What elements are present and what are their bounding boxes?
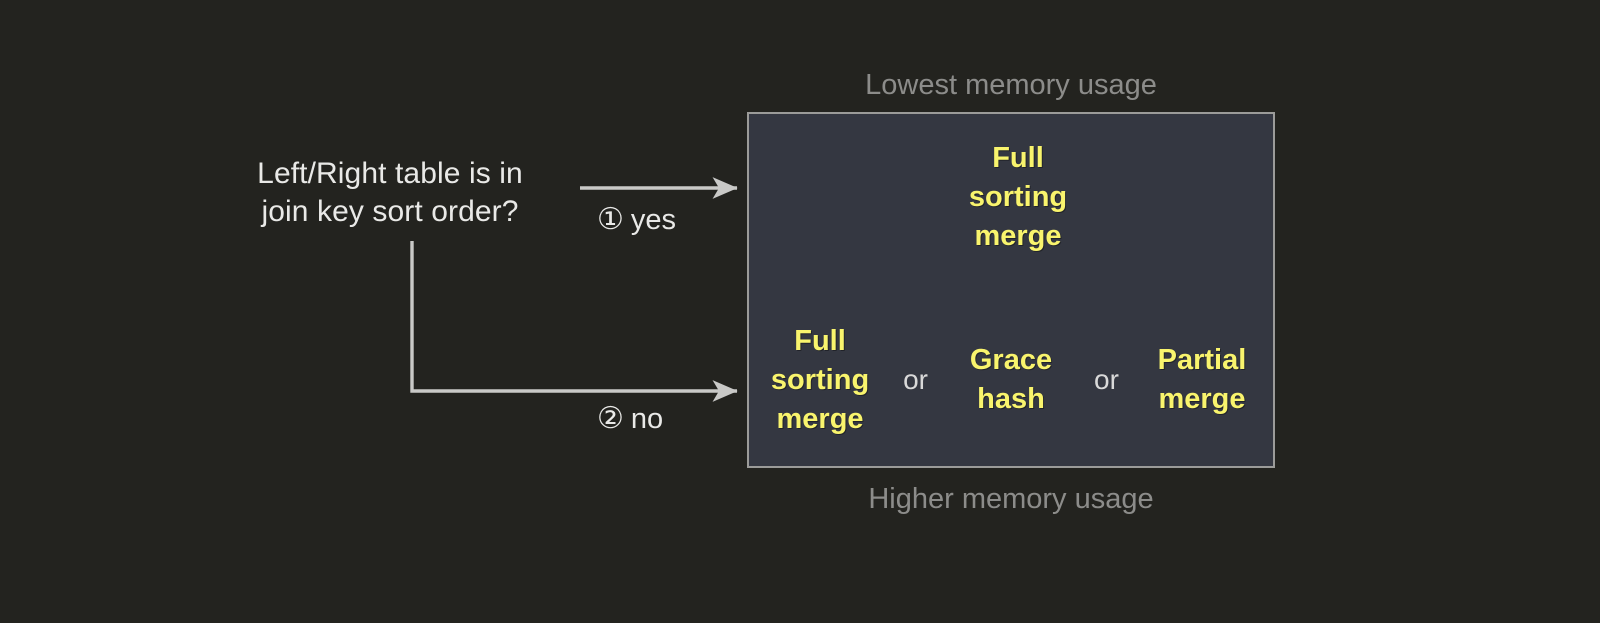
branch-no-text: no: [630, 403, 664, 435]
option-grace-hash: Grace hash: [969, 344, 1053, 415]
branch-yes-text: yes: [630, 204, 677, 236]
arrow-no: [410, 241, 738, 402]
lowest-memory-usage-caption: Lowest memory usage: [865, 69, 1157, 101]
option-full-sorting-merge-top: Full sorting merge: [968, 141, 1068, 252]
option-full-sorting-merge: Full sorting merge: [770, 324, 870, 435]
circled-two-icon: ②: [597, 402, 624, 435]
decision-question: Left/Right table is in join key sort ord…: [257, 157, 523, 228]
circled-one-icon: ①: [597, 203, 624, 236]
outcome-row-bottom: Full sorting merge or Grace hash or Part…: [749, 310, 1273, 450]
higher-memory-usage-caption: Higher memory usage: [868, 483, 1154, 515]
outcome-box: Full sorting merge Full sorting merge or…: [747, 112, 1275, 468]
or-separator-1: or: [903, 364, 928, 395]
outcome-row-top: Full sorting merge: [749, 132, 1273, 262]
option-partial-merge: Partial merge: [1157, 344, 1247, 415]
or-separator-2: or: [1094, 364, 1119, 395]
